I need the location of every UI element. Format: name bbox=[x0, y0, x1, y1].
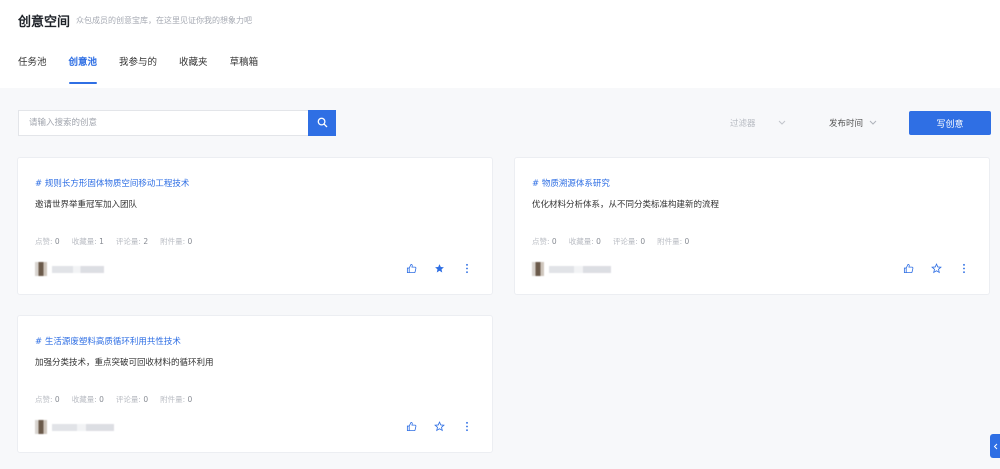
star-outline-icon bbox=[930, 262, 942, 273]
filter-select[interactable]: 过滤器 bbox=[730, 117, 786, 129]
user-name-blurred bbox=[52, 424, 114, 431]
favorite-button[interactable] bbox=[432, 419, 446, 433]
chevron-down-icon bbox=[869, 118, 877, 128]
like-button[interactable] bbox=[404, 419, 418, 433]
like-button[interactable] bbox=[404, 261, 418, 275]
sort-label: 发布时间 bbox=[829, 119, 864, 129]
favorite-button[interactable] bbox=[432, 261, 446, 275]
more-vertical-icon bbox=[963, 263, 965, 273]
avatar bbox=[35, 262, 47, 276]
card-tag[interactable]: # 规则长方形固体物质空间移动工程技术 bbox=[35, 179, 190, 189]
more-button[interactable] bbox=[957, 261, 971, 275]
card-stats: 点赞: 0 收藏量: 0 评论量: 0 附件量: 0 bbox=[35, 394, 204, 405]
more-button[interactable] bbox=[460, 419, 474, 433]
comment-count: 评论量: 2 bbox=[115, 237, 149, 246]
tab-participated[interactable]: 我参与的 bbox=[119, 57, 158, 68]
tab-task-pool[interactable]: 任务池 bbox=[18, 57, 47, 68]
star-filled-icon bbox=[434, 263, 444, 272]
search-input[interactable] bbox=[18, 110, 308, 136]
search-icon bbox=[317, 116, 328, 131]
write-idea-button[interactable]: 写创意 bbox=[909, 111, 991, 135]
search-button[interactable] bbox=[308, 110, 336, 136]
comment-count: 评论量: 0 bbox=[115, 395, 149, 404]
filter-label: 过滤器 bbox=[730, 119, 756, 129]
top-header: 创意空间 众包成员的创意宝库，在这里见证你我的想象力吧 任务池 创意池 我参与的… bbox=[0, 0, 1000, 88]
card-tag[interactable]: # 生活源废塑料高质循环利用共性技术 bbox=[35, 337, 181, 347]
card-stats: 点赞: 0 收藏量: 0 评论量: 0 附件量: 0 bbox=[532, 236, 701, 247]
like-count: 点赞: 0 bbox=[532, 237, 557, 246]
attachment-count: 附件量: 0 bbox=[160, 237, 193, 246]
more-vertical-icon bbox=[466, 263, 468, 273]
thumbs-up-icon bbox=[406, 263, 416, 273]
like-count: 点赞: 0 bbox=[35, 395, 60, 404]
favorite-count: 收藏量: 0 bbox=[71, 395, 104, 404]
user-name-blurred bbox=[52, 266, 104, 273]
sort-select[interactable]: 发布时间 bbox=[829, 117, 877, 129]
favorite-button[interactable] bbox=[929, 261, 943, 275]
attachment-count: 附件量: 0 bbox=[657, 237, 690, 246]
side-collapse-tab[interactable] bbox=[990, 434, 1000, 458]
search-bar bbox=[18, 110, 336, 136]
card-description: 邀请世界举重冠军加入团队 bbox=[35, 200, 138, 210]
page-subtitle: 众包成员的创意宝库，在这里见证你我的想象力吧 bbox=[76, 16, 252, 25]
attachment-count: 附件量: 0 bbox=[160, 395, 193, 404]
avatar bbox=[532, 262, 544, 276]
idea-card[interactable]: # 生活源废塑料高质循环利用共性技术 加强分类技术，重点突破可回收材料的循环利用… bbox=[17, 315, 493, 453]
chevron-left-icon bbox=[993, 443, 997, 449]
user-name-blurred bbox=[549, 266, 611, 273]
tab-idea-pool[interactable]: 创意池 bbox=[68, 56, 97, 86]
idea-card[interactable]: # 规则长方形固体物质空间移动工程技术 邀请世界举重冠军加入团队 点赞: 0 收… bbox=[17, 157, 493, 295]
chevron-down-icon bbox=[778, 118, 786, 128]
like-count: 点赞: 0 bbox=[35, 237, 60, 246]
avatar bbox=[35, 420, 47, 434]
comment-count: 评论量: 0 bbox=[612, 237, 646, 246]
card-stats: 点赞: 0 收藏量: 1 评论量: 2 附件量: 0 bbox=[35, 236, 204, 247]
card-description: 加强分类技术，重点突破可回收材料的循环利用 bbox=[35, 358, 214, 368]
tab-bar: 任务池 创意池 我参与的 收藏夹 草稿箱 bbox=[18, 56, 280, 86]
thumbs-up-icon bbox=[406, 421, 416, 431]
card-description: 优化材料分析体系，从不同分类标准构建新的流程 bbox=[532, 200, 720, 210]
card-actions bbox=[390, 261, 474, 275]
star-outline-icon bbox=[433, 420, 445, 431]
more-button[interactable] bbox=[460, 261, 474, 275]
page-title: 创意空间 bbox=[18, 15, 71, 30]
tab-favorites[interactable]: 收藏夹 bbox=[179, 57, 208, 68]
card-actions bbox=[887, 261, 971, 275]
idea-card[interactable]: # 物质溯源体系研究 优化材料分析体系，从不同分类标准构建新的流程 点赞: 0 … bbox=[514, 157, 990, 295]
favorite-count: 收藏量: 0 bbox=[568, 237, 601, 246]
more-vertical-icon bbox=[466, 421, 468, 431]
card-actions bbox=[390, 419, 474, 433]
thumbs-up-icon bbox=[903, 263, 913, 273]
favorite-count: 收藏量: 1 bbox=[71, 237, 104, 246]
like-button[interactable] bbox=[901, 261, 915, 275]
tab-drafts[interactable]: 草稿箱 bbox=[229, 57, 259, 68]
card-tag[interactable]: # 物质溯源体系研究 bbox=[532, 179, 610, 189]
